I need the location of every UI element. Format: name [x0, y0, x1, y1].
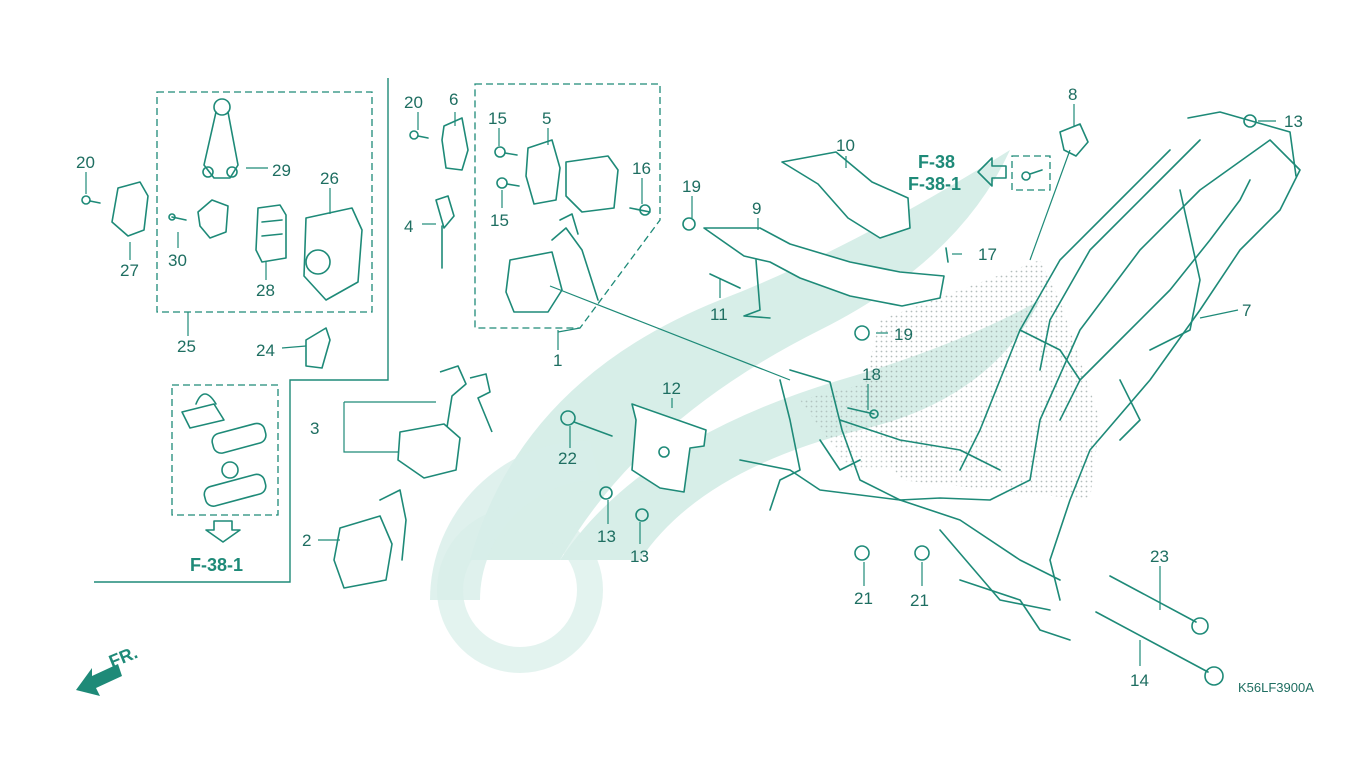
callout-labels: 1 2 3 4 5 6 7 8 9 10 11 12 13 13 13 14 1… [76, 85, 1303, 690]
smart-key-fob [181, 393, 267, 507]
part-15-screw-bottom [496, 177, 520, 189]
ref-bolt [1021, 169, 1043, 181]
diagram-code: K56LF3900A [1238, 680, 1314, 695]
front-arrow-icon [76, 664, 122, 696]
part-11-bracket [709, 273, 741, 289]
part-13-nut-top [1243, 114, 1257, 128]
callout-19-top: 19 [682, 177, 701, 196]
ref-label-main: F-38 [918, 152, 955, 172]
part-16-screw [629, 204, 651, 216]
part-4-key [435, 195, 455, 269]
callout-18: 18 [862, 365, 881, 384]
front-direction-indicator: FR. [76, 642, 140, 696]
part-5-switch [525, 139, 561, 205]
part-8-bracket [1059, 123, 1089, 157]
callout-7: 7 [1242, 301, 1251, 320]
part-2-ignition-switch [333, 489, 407, 589]
callout-9: 9 [752, 199, 761, 218]
callout-19-bottom: 19 [894, 325, 913, 344]
part-7-main-frame [739, 111, 1301, 641]
part-14-bolt [1095, 611, 1224, 686]
part-28-switch [255, 204, 287, 263]
part-9-bracket [703, 227, 945, 307]
part-3-key-set [397, 365, 493, 479]
callout-21-right: 21 [910, 591, 929, 610]
callout-30: 30 [168, 251, 187, 270]
part-6-bracket [441, 117, 469, 171]
part-24-cover [305, 327, 331, 369]
callout-25: 25 [177, 337, 196, 356]
ref-label-lower: F-38-1 [190, 555, 243, 575]
part-19-washer-bottom [854, 325, 870, 341]
part-5-housing [565, 155, 619, 213]
part-20-screw-center [409, 130, 429, 140]
callout-12: 12 [662, 379, 681, 398]
callout-21-left: 21 [854, 589, 873, 608]
callout-15-bottom: 15 [490, 211, 509, 230]
callout-2: 2 [302, 531, 311, 550]
part-29-key-strap [202, 98, 239, 179]
callout-5: 5 [542, 109, 551, 128]
ref-label-sub: F-38-1 [908, 174, 961, 194]
callout-27: 27 [120, 261, 139, 280]
callout-14: 14 [1130, 671, 1149, 690]
part-15-screw-top [494, 146, 518, 158]
part-21-nut-right [914, 545, 930, 561]
callout-29: 29 [272, 161, 291, 180]
callout-17: 17 [978, 245, 997, 264]
callout-13-left: 13 [597, 527, 616, 546]
leader-lines [85, 104, 1276, 666]
part-10-cover [781, 151, 911, 239]
part-13-nut-left [599, 486, 613, 500]
callout-4: 4 [404, 217, 413, 236]
part-21-nut-left [854, 545, 870, 561]
part-1-ignition-cylinder [505, 213, 599, 313]
bolt-ref-box [1011, 155, 1051, 191]
callout-28: 28 [256, 281, 275, 300]
part-26-lock-body [303, 207, 363, 301]
part-12-bracket [631, 403, 707, 493]
part-19-washer-top [682, 217, 696, 231]
part-30-screw-clip [168, 199, 229, 239]
part-17-clip [945, 247, 949, 263]
callout-13-top: 13 [1284, 112, 1303, 131]
callout-15-top: 15 [488, 109, 507, 128]
part-13-nut-right [635, 508, 649, 522]
arrow-down-icon [205, 520, 241, 543]
assembly-box-25 [156, 91, 373, 313]
callout-26: 26 [320, 169, 339, 188]
callout-20-left: 20 [76, 153, 95, 172]
callout-11: 11 [710, 305, 728, 324]
smart-key-box [171, 384, 279, 516]
callout-24: 24 [256, 341, 275, 360]
part-20-screw-left [81, 195, 101, 205]
left-section-border [94, 78, 389, 583]
callout-8: 8 [1068, 85, 1077, 104]
assembly-box-1 [474, 83, 661, 329]
callout-6: 6 [449, 90, 458, 109]
callout-1: 1 [553, 351, 562, 370]
direction-label: FR. [106, 642, 140, 671]
callout-20-center: 20 [404, 93, 423, 112]
part-23-bolt [1109, 575, 1209, 635]
callout-10: 10 [836, 136, 855, 155]
arrow-left-icon [977, 157, 1007, 187]
part-18-bolt [847, 407, 879, 419]
part-27-bracket [111, 181, 149, 237]
part-22-bolt [560, 410, 613, 437]
callout-3: 3 [310, 419, 319, 438]
callout-16: 16 [632, 159, 651, 178]
callout-13-right: 13 [630, 547, 649, 566]
callout-23: 23 [1150, 547, 1169, 566]
stipple-shading [800, 260, 1100, 500]
callout-22: 22 [558, 449, 577, 468]
